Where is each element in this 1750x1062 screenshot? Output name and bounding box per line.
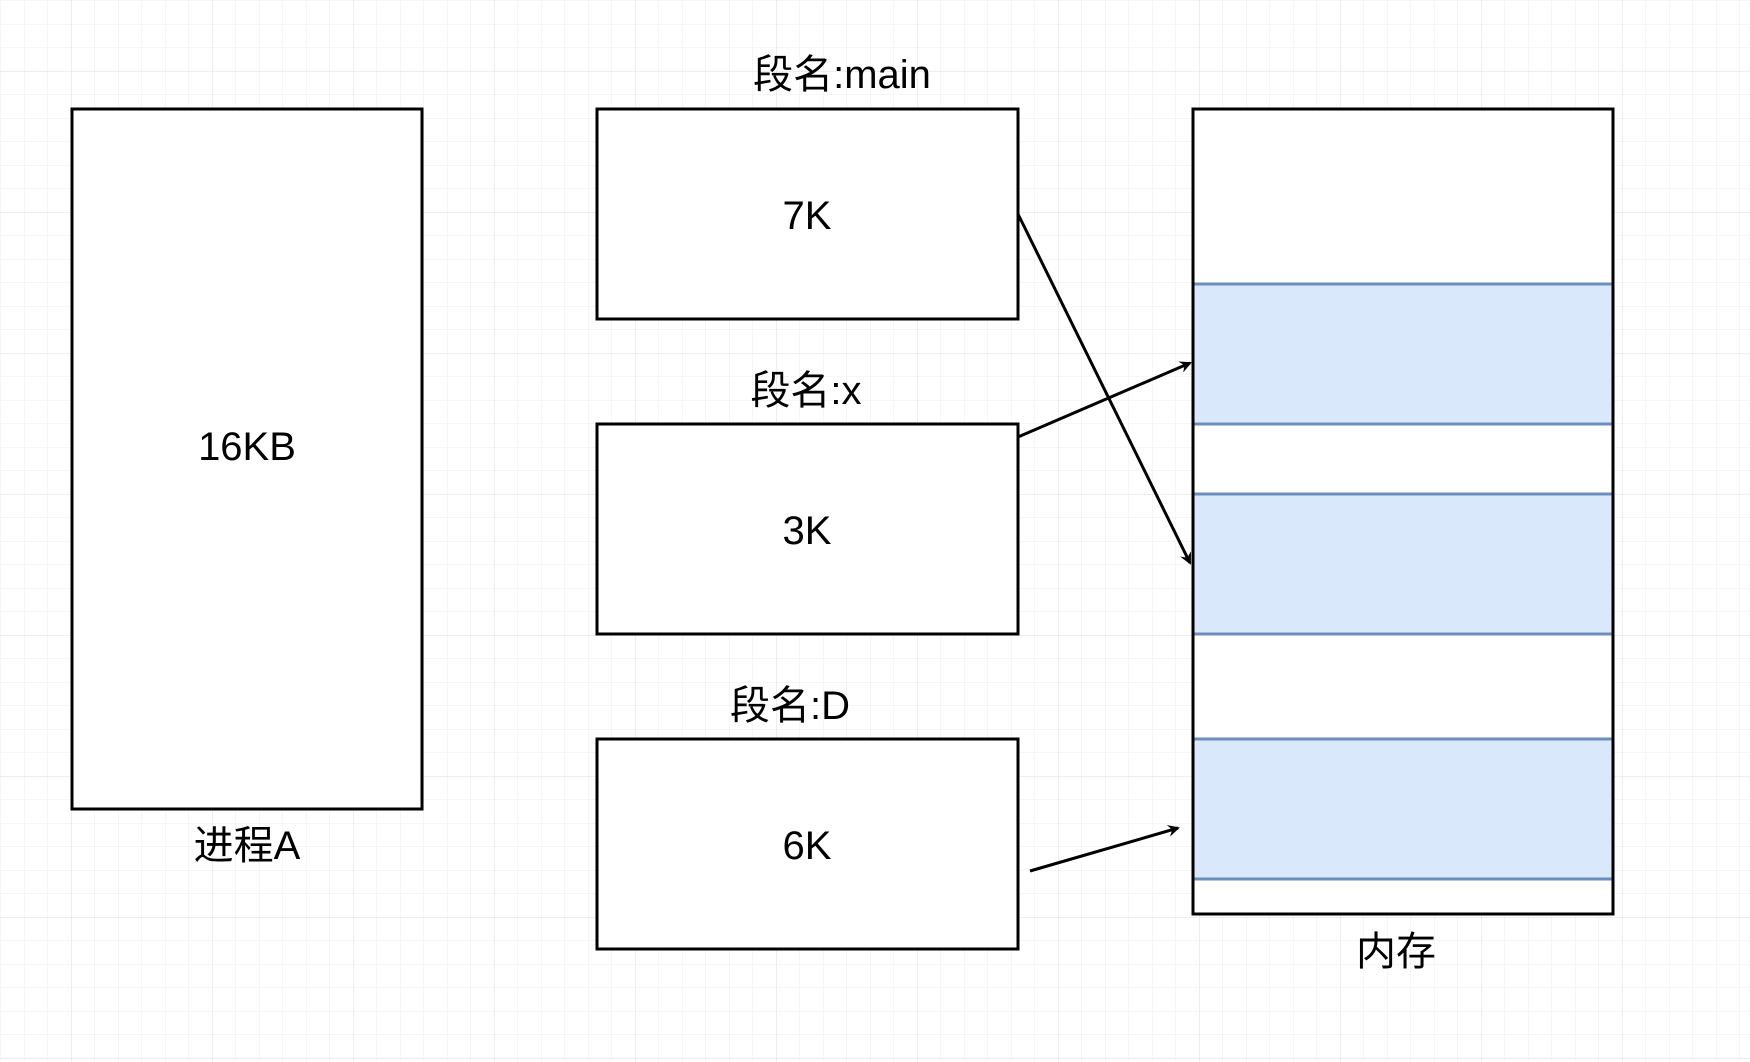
segment-name-label: 段名:x <box>750 369 861 413</box>
segment-name-label: 段名:D <box>730 684 850 728</box>
segment-d-group: 段名:D 6K <box>595 684 1020 951</box>
segment-box <box>595 737 1020 951</box>
segment-name-label: 段名:main <box>753 53 931 97</box>
segment-size-label: 6K <box>783 824 832 868</box>
memory-block <box>1191 282 1615 426</box>
memory-label: 内存 <box>1356 930 1436 974</box>
arrow-x-to-memory <box>1017 361 1192 439</box>
memory-group: 内存 <box>1191 107 1615 974</box>
segment-size-label: 3K <box>783 509 832 553</box>
arrow-d-to-memory <box>1029 825 1180 873</box>
segment-size-label: 7K <box>783 194 832 238</box>
process-size-label: 16KB <box>198 425 296 469</box>
segment-x-group: 段名:x 3K <box>595 369 1020 636</box>
memory-block <box>1191 737 1615 881</box>
memory-block <box>1191 492 1615 636</box>
segment-box <box>595 422 1020 636</box>
process-box <box>70 107 424 811</box>
process-a-group: 16KB 进程A <box>70 107 424 868</box>
arrow-main-to-memory <box>1016 213 1192 565</box>
process-name-label: 进程A <box>194 824 301 868</box>
